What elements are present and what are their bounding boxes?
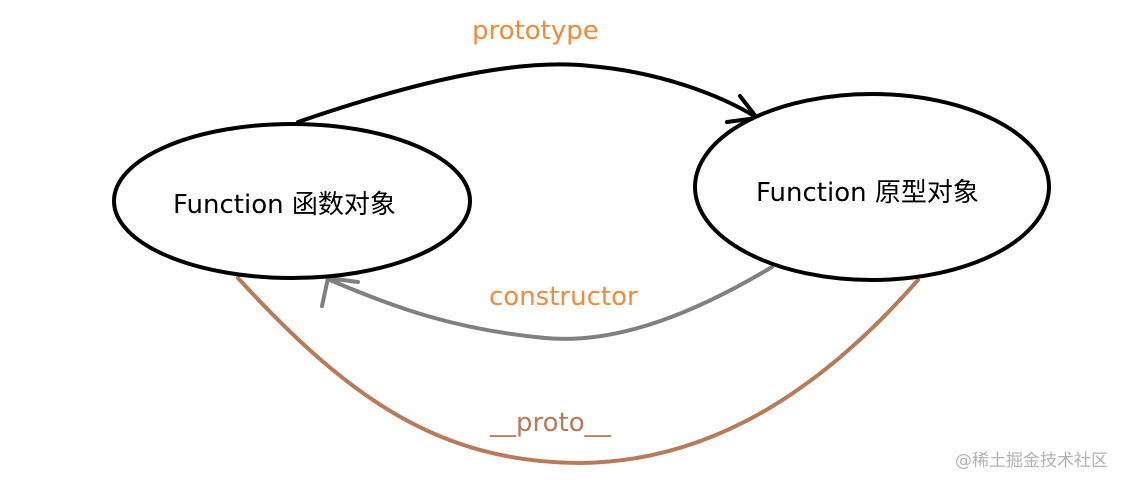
prototype-edge-label: prototype bbox=[472, 16, 599, 46]
watermark: @稀土掘金技术社区 bbox=[955, 451, 1108, 471]
prototype-object-node bbox=[693, 92, 1051, 282]
constructor-edge-line bbox=[328, 265, 774, 341]
proto-edge-label: __proto__ bbox=[490, 408, 611, 438]
prototype-edge-line bbox=[296, 62, 758, 124]
proto-edge-line bbox=[236, 276, 920, 466]
prototype-object-label: Function 原型对象 bbox=[756, 178, 979, 208]
function-object-node bbox=[112, 122, 472, 280]
function-object-label: Function 函数对象 bbox=[173, 190, 396, 220]
constructor-edge-label: constructor bbox=[489, 282, 638, 312]
